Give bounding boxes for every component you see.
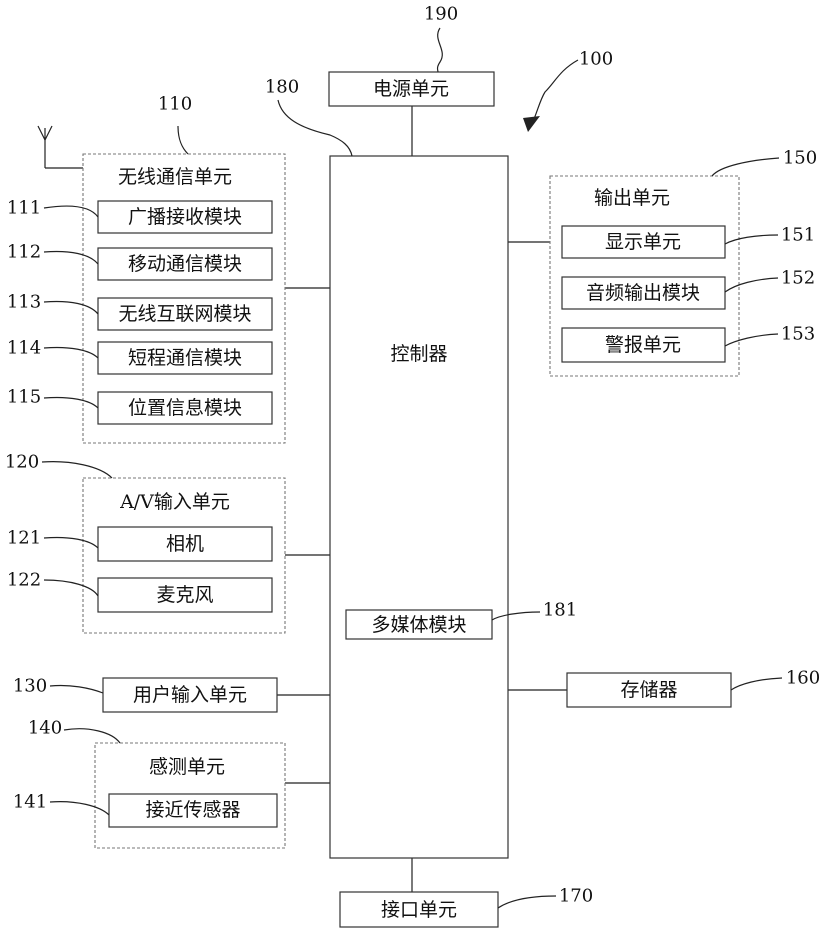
user-input-unit: 用户输入单元 <box>103 678 277 712</box>
ref-130: 130 <box>13 676 47 697</box>
leader-122 <box>44 580 98 596</box>
ref-190: 190 <box>424 4 458 25</box>
ref-120: 120 <box>5 452 39 473</box>
ref-115: 115 <box>7 387 41 408</box>
ref-170: 170 <box>559 886 593 907</box>
leader-141 <box>50 802 109 815</box>
ref-141: 141 <box>13 792 47 813</box>
av-input-unit: A/V输入单元 相机 麦克风 <box>83 478 285 633</box>
internet-module-label: 无线互联网模块 <box>118 303 251 325</box>
ref-151: 151 <box>781 225 815 246</box>
ref-100: 100 <box>579 49 613 70</box>
short-range-module-label: 短程通信模块 <box>128 347 242 369</box>
sensing-unit: 感测单元 接近传感器 <box>95 743 285 848</box>
proximity-sensor-label: 接近传感器 <box>145 799 240 821</box>
ref-122: 122 <box>7 570 41 591</box>
leader-100 <box>532 60 578 124</box>
controller-label: 控制器 <box>390 343 447 365</box>
output-unit-label: 输出单元 <box>594 187 670 209</box>
leader-160 <box>731 678 782 690</box>
leader-112 <box>44 252 98 265</box>
leader-152 <box>725 278 778 292</box>
leader-113 <box>44 302 98 315</box>
ref-152: 152 <box>781 268 815 289</box>
leader-153 <box>725 334 778 346</box>
power-unit: 电源单元 <box>329 72 494 106</box>
mobile-module-label: 移动通信模块 <box>128 253 242 275</box>
ref-181: 181 <box>543 600 577 621</box>
power-unit-label: 电源单元 <box>373 78 449 100</box>
storage-unit-label: 存储器 <box>620 679 677 701</box>
ref-180: 180 <box>265 77 299 98</box>
leader-121 <box>44 537 98 548</box>
leader-110 <box>178 126 188 154</box>
leader-170 <box>498 896 556 908</box>
ref-113: 113 <box>7 292 41 313</box>
controller: 控制器 <box>330 156 508 858</box>
location-module-label: 位置信息模块 <box>128 397 242 419</box>
wireless-unit: 无线通信单元 广播接收模块 移动通信模块 无线互联网模块 短程通信模块 位置信息… <box>83 154 285 443</box>
user-input-unit-label: 用户输入单元 <box>133 684 247 706</box>
antenna-icon <box>38 126 83 168</box>
leader-120 <box>42 462 112 478</box>
interface-unit: 接口单元 <box>340 892 498 927</box>
storage-unit: 存储器 <box>567 673 731 707</box>
display-unit-label: 显示单元 <box>605 231 681 253</box>
arrow-100-head <box>523 116 540 132</box>
ref-111: 111 <box>7 198 41 219</box>
output-unit: 输出单元 显示单元 音频输出模块 警报单元 <box>550 176 739 376</box>
audio-output-module-label: 音频输出模块 <box>586 282 700 304</box>
av-input-unit-label: A/V输入单元 <box>119 491 230 513</box>
leader-111 <box>44 206 98 217</box>
interface-unit-label: 接口单元 <box>381 899 457 921</box>
multimedia-module-label: 多媒体模块 <box>371 614 466 636</box>
leader-140 <box>64 729 120 743</box>
sensing-unit-label: 感测单元 <box>149 756 225 778</box>
mic-label: 麦克风 <box>156 584 213 606</box>
broadcast-module-label: 广播接收模块 <box>128 206 242 228</box>
leader-150 <box>712 158 779 176</box>
ref-114: 114 <box>7 338 41 359</box>
leader-151 <box>725 235 778 244</box>
wireless-unit-label: 无线通信单元 <box>118 166 232 188</box>
leader-114 <box>44 347 98 358</box>
ref-160: 160 <box>786 668 820 689</box>
leader-115 <box>44 397 98 408</box>
multimedia-module: 多媒体模块 <box>346 610 492 639</box>
camera-label: 相机 <box>166 533 204 555</box>
alarm-unit-label: 警报单元 <box>605 334 681 356</box>
ref-121: 121 <box>7 528 41 549</box>
leader-180 <box>278 100 352 156</box>
leader-130 <box>50 685 103 693</box>
ref-110: 110 <box>158 94 192 115</box>
ref-153: 153 <box>781 324 815 345</box>
ref-112: 112 <box>7 242 41 263</box>
ref-140: 140 <box>28 718 62 739</box>
leader-190 <box>438 28 443 72</box>
ref-150: 150 <box>783 148 817 169</box>
